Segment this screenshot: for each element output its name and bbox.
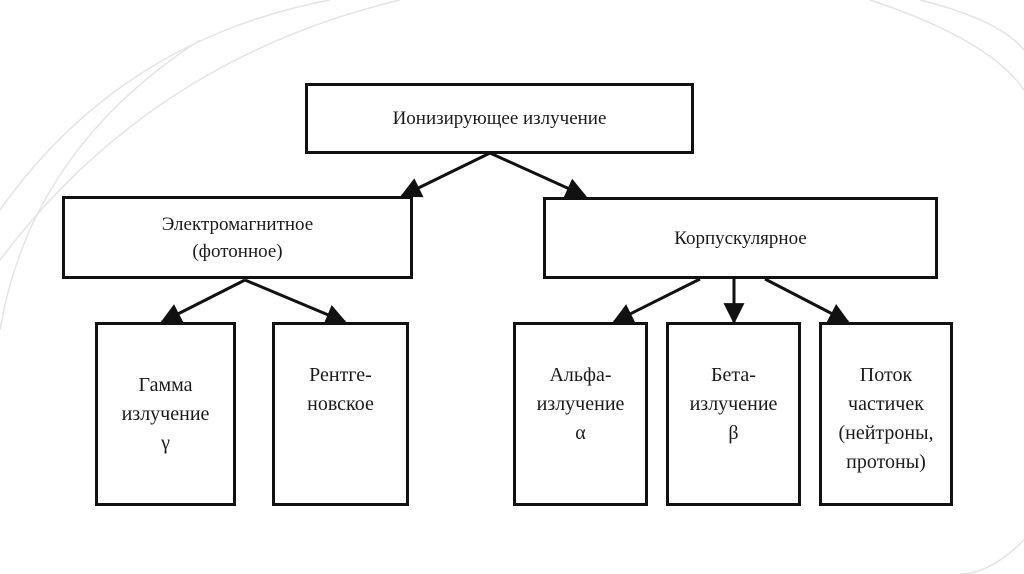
node-label-line: частичек: [848, 393, 924, 415]
arrow-corpuscular-to-particles: [764, 277, 850, 324]
node-beta: Бета- излучение β: [666, 322, 801, 506]
node-corpuscular: Корпускулярное: [543, 197, 938, 279]
node-label: Корпускулярное: [674, 227, 807, 249]
node-electromagnetic: Электромагнитное (фотонное): [62, 196, 413, 279]
arrow-electromagnetic-to-xray: [244, 278, 347, 325]
node-label-line: Бета-: [711, 364, 756, 386]
node-label-line: Электромагнитное: [161, 213, 314, 235]
node-label-line: излучение: [536, 393, 625, 415]
node-label-line: излучение: [121, 402, 210, 425]
arrow-corpuscular-to-alpha: [612, 277, 701, 324]
node-label-line: новское: [307, 393, 374, 415]
arrow-electromagnetic-to-gamma: [160, 278, 246, 324]
node-label-line: γ: [161, 431, 170, 454]
node-xray: Рентге- новское: [272, 322, 409, 506]
node-particle-flow: Поток частичек (нейтроны, протоны): [819, 322, 953, 506]
node-ionizing-radiation: Ионизирующее излучение: [305, 83, 694, 154]
node-label-line: Поток: [859, 364, 913, 386]
node-label-line: (нейтроны,: [838, 422, 934, 444]
node-label-line: протоны): [846, 451, 926, 473]
node-label-line: Гамма: [138, 373, 193, 396]
node-label-line: Рентге-: [309, 364, 372, 386]
node-label-line: излучение: [689, 393, 778, 415]
node-label-line: Альфа-: [549, 364, 612, 386]
node-alpha: Альфа- излучение α: [513, 322, 648, 506]
node-label: Ионизирующее излучение: [392, 108, 607, 129]
node-label-line: α: [575, 422, 586, 444]
node-label-line: β: [728, 422, 739, 444]
node-label-line: (фотонное): [192, 240, 283, 262]
node-gamma: Гамма излучение γ: [95, 322, 236, 506]
arrow-root-to-corpuscular: [489, 151, 587, 198]
arrow-root-to-electromagnetic: [400, 151, 491, 198]
